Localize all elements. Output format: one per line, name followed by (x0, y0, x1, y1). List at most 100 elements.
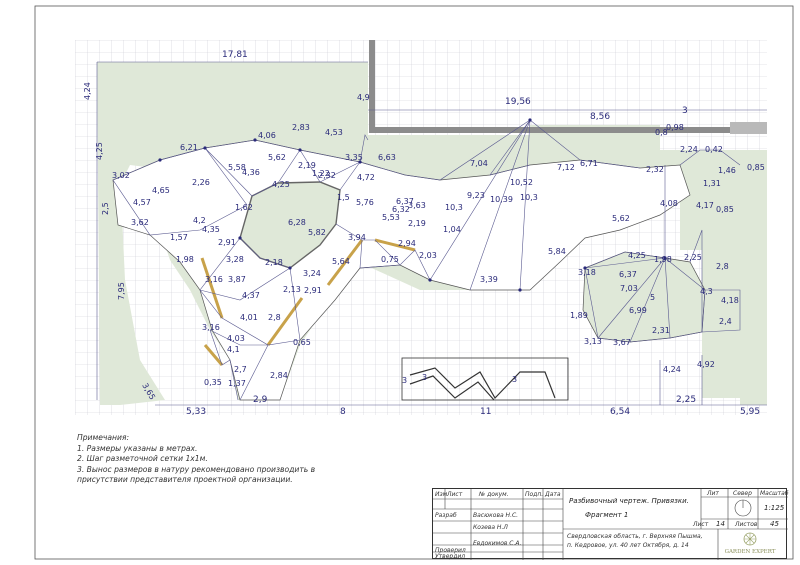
dim-network-label: 9,23 (467, 191, 485, 200)
dim-network-label: 3,67 (613, 338, 631, 347)
note-item: 3. Вынос размеров в натуру рекомендовано… (77, 464, 316, 474)
dim-network-label: 4,06 (258, 131, 276, 140)
dim-bottom-1: 5,33 (186, 407, 206, 417)
dim-network-label: 2,32 (646, 165, 664, 174)
role-checked: Проверил (435, 547, 466, 554)
wood-border (374, 238, 416, 252)
dim-network-label: 5,64 (332, 257, 350, 266)
dim-network-label: 4,9 (357, 93, 370, 102)
wave-bench (409, 375, 495, 401)
dim-network-label: 0,8 (655, 128, 668, 137)
dim-network-label: 2,84 (270, 371, 288, 380)
dim-network-label: 0,35 (204, 378, 222, 387)
north-label: Север (733, 490, 752, 497)
dim-network-label: 3,63 (408, 201, 426, 210)
dim-network-label: 3,87 (228, 275, 246, 284)
dim-network-label: 0,42 (705, 145, 723, 154)
dim-bottom-3: 8 (340, 407, 346, 417)
dim-left-3: 2,5 (101, 202, 110, 215)
building-strip (730, 122, 767, 134)
stage-label: Лит (707, 490, 719, 497)
dim-network-label: 2,24 (680, 145, 698, 154)
wave-bench (409, 367, 556, 399)
dim-network-label: 6,63 (378, 153, 396, 162)
name-checked: Евдокимов С.А. (473, 540, 522, 547)
dim-network-label: 5,82 (308, 228, 326, 237)
sheet-value: 14 (716, 520, 725, 528)
dim-network-label: 2,13 (283, 285, 301, 294)
dim-top-1781: 17,81 (222, 50, 248, 60)
dim-network-label: 3,13 (584, 337, 602, 346)
header-change: Изм (435, 491, 448, 498)
dim-network-label: 6,28 (288, 218, 306, 227)
dim-network-label: 10,39 (490, 195, 513, 204)
dim-network-label: 4,57 (133, 198, 151, 207)
scale-label: Масштаб (760, 490, 789, 497)
note-item: присутствии представителя проектной орга… (77, 475, 293, 484)
dim-network-label: 1,5 (337, 193, 350, 202)
dim-network-label: 2,7 (234, 365, 247, 374)
dim-network-label: 1,22 (312, 169, 330, 178)
dim-network-label: 5,76 (356, 198, 374, 207)
dim-network-label: 4,18 (721, 296, 739, 305)
dim-network-label: 0,65 (293, 338, 311, 347)
lawn-island (582, 251, 706, 343)
dim-network-label: 1,37 (228, 379, 246, 388)
dim-bottom-2: 2,9 (253, 395, 268, 405)
garden-expert-logo-icon: GARDEN EXPERT (725, 532, 776, 555)
dim-network-label: 0,85 (747, 163, 765, 172)
header-sheet: Лист (447, 491, 463, 498)
dim-network-label: 3 (402, 376, 407, 385)
dim-network-label: 7,04 (470, 159, 488, 168)
dim-network-label: 4,01 (240, 313, 258, 322)
note-item: 2. Шаг разметочной сетки 1х1м. (77, 454, 208, 463)
fragment-label: Фрагмент 1 (585, 511, 629, 519)
dim-network-label: 4,25 (628, 251, 646, 260)
dim-network-label: 4,37 (242, 291, 260, 300)
dim-network-label: 4,3 (700, 287, 713, 296)
dim-left-1: 4,24 (83, 82, 92, 100)
address-line-1: Свердловская область, г. Верхняя Пышма, (567, 533, 703, 540)
dim-network-label: 3 (512, 375, 517, 384)
company-logo: GARDEN EXPERT (718, 531, 782, 557)
dim-network-label: 3,28 (226, 255, 244, 264)
dim-network-label: 5,62 (268, 153, 286, 162)
sheet-frame (34, 5, 794, 560)
dim-network-label: 5,84 (548, 247, 566, 256)
title-block-lines (433, 489, 788, 560)
dim-network-label: 2,18 (265, 258, 283, 267)
dim-network-label: 0,98 (666, 123, 684, 132)
dim-network-label: 2,19 (408, 219, 426, 228)
dim-network-label: 6,37 (619, 270, 637, 279)
dim-network-label: 3,35 (345, 153, 363, 162)
dim-network-label: 7,03 (620, 284, 638, 293)
dim-network-label: 7,12 (557, 163, 575, 172)
sheets-value: 45 (770, 520, 779, 528)
dim-network-label: 3,24 (303, 269, 321, 278)
plan-drawing (96, 40, 767, 406)
dim-network-label: 4,1 (227, 345, 240, 354)
role-developer: Разраб (435, 512, 457, 519)
dim-network-label: 4,08 (660, 199, 678, 208)
dim-network-label: 1,04 (443, 225, 461, 234)
notes-title: Примечания: (77, 433, 130, 442)
dim-network-label: 5,53 (382, 213, 400, 222)
dim-network-label: 1,46 (718, 166, 736, 175)
dim-network-label: 2,25 (684, 253, 702, 262)
dim-top-3: 3 (682, 106, 688, 116)
dim-bottom-7: 5,95 (740, 407, 760, 417)
name-second: Козева Н.Л (473, 524, 508, 531)
dim-network-label: 2,31 (652, 326, 670, 335)
dim-network-label: 3,39 (480, 275, 498, 284)
dim-left-2: 4,25 (95, 142, 104, 160)
dim-network-label: 4,36 (242, 168, 260, 177)
dim-network-label: 6,37 (396, 197, 414, 206)
dim-network-label: 5,58 (228, 163, 246, 172)
dim-network-label: 2,32 (318, 171, 336, 180)
dim-network-label: 2,4 (719, 317, 732, 326)
dim-network-label: 3,02 (112, 171, 130, 180)
title-block: Изм Лист № докум. Подп. Дата Разраб Васю… (432, 488, 789, 560)
wood-border (326, 239, 364, 286)
dim-network-label: 0,85 (716, 205, 734, 214)
